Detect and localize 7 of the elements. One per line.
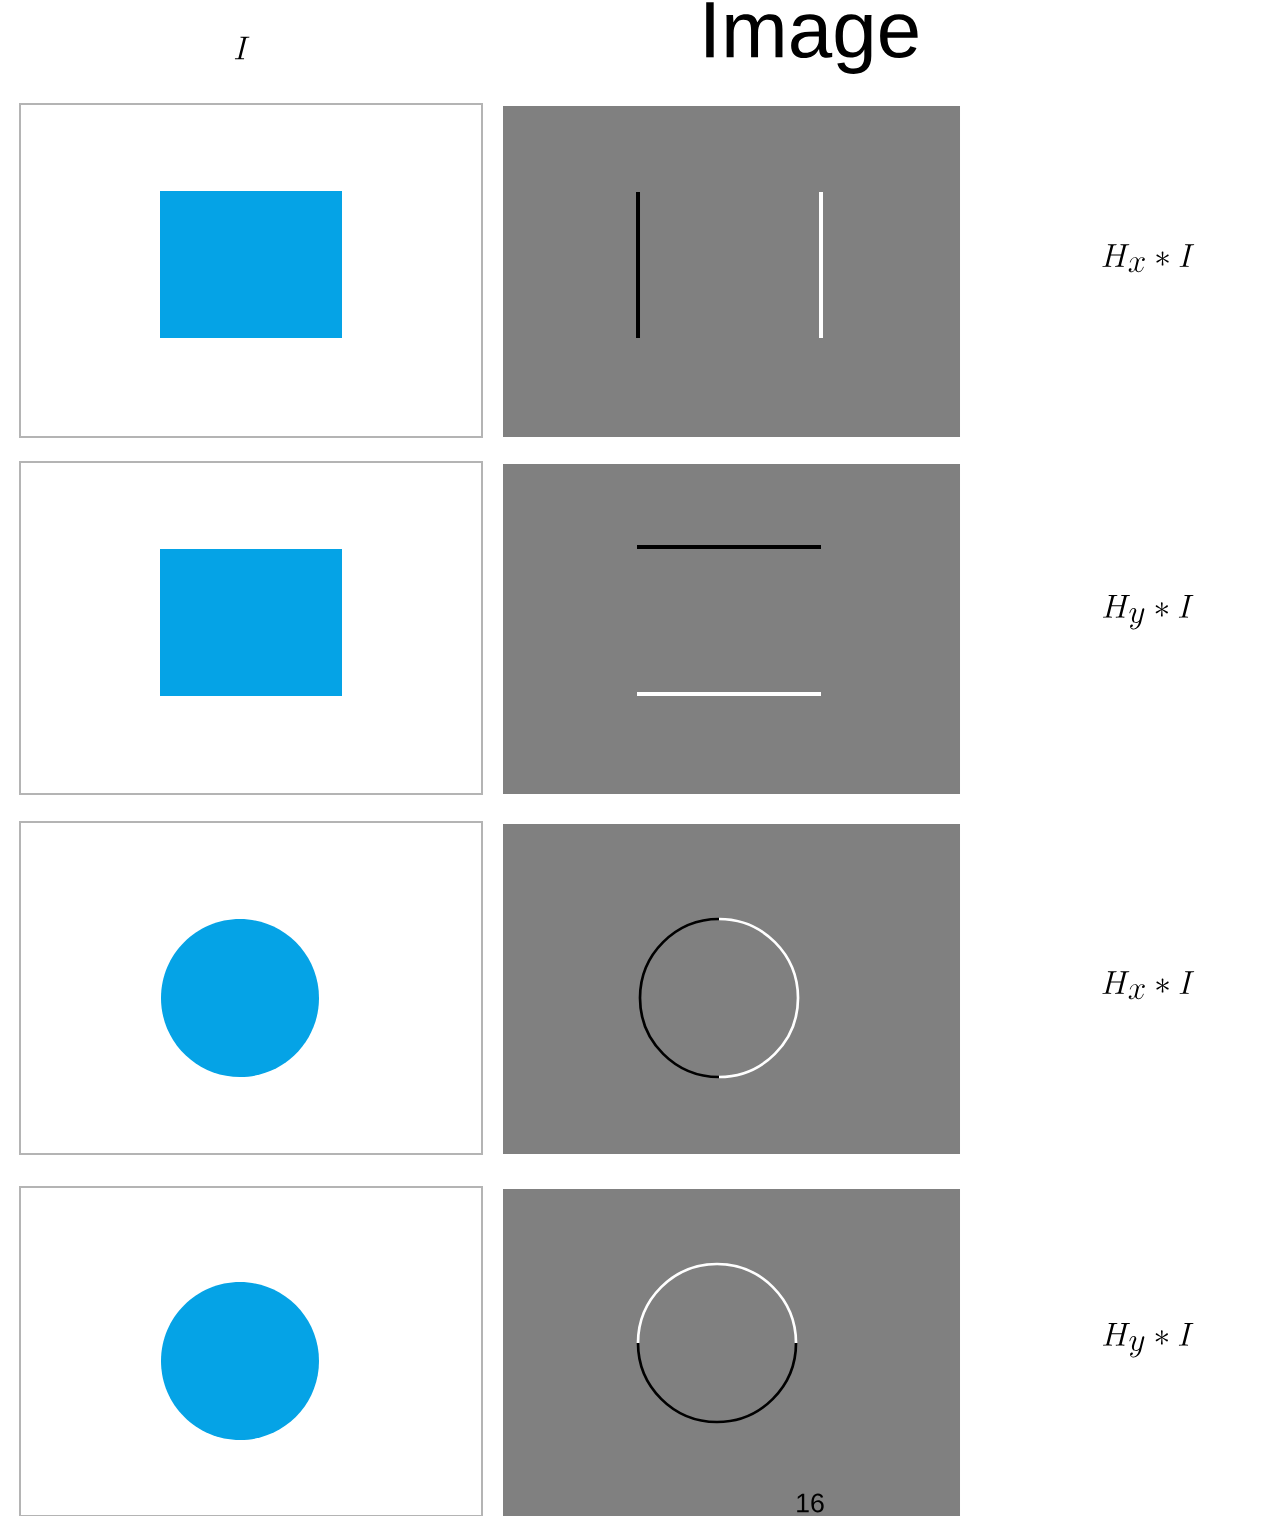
formula-label: $H_y * I$: [1103, 1323, 1194, 1358]
formula-label: $I$: [234, 36, 250, 60]
formula-label: $H_x * I$: [1102, 244, 1195, 273]
formula-label: $H_y * I$: [1103, 595, 1194, 630]
formula-label: $H_x * I$: [1102, 971, 1195, 1000]
slide-title: Image: [706, 2, 918, 74]
page-number: 16: [797, 1493, 824, 1513]
